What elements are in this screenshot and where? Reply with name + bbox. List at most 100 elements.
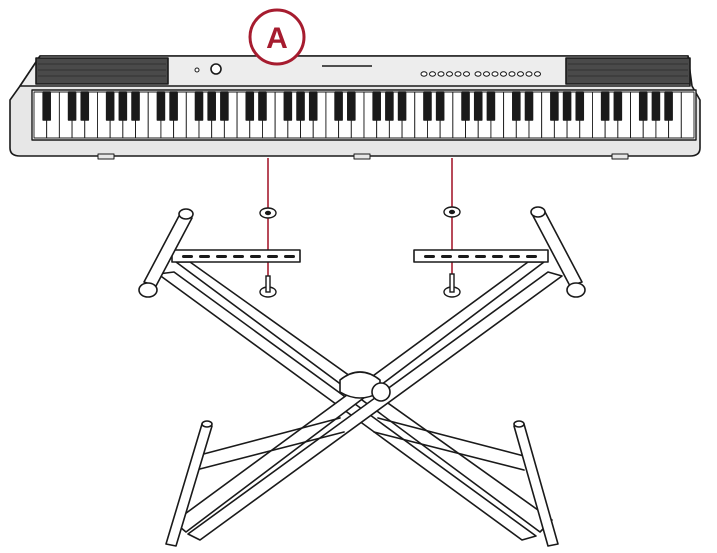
- stand-brace-left-2: [195, 431, 345, 471]
- black-key: [296, 91, 305, 121]
- adjustment-slot: [182, 255, 193, 258]
- callout-label: A: [266, 22, 288, 55]
- stand-foot-cap-right-top: [513, 420, 525, 428]
- black-key: [524, 91, 534, 121]
- black-key: [80, 91, 90, 121]
- mounting-hardware: [259, 206, 461, 298]
- power-indicator: [194, 67, 200, 73]
- stand-brace-left: [195, 417, 341, 457]
- panel-button: [500, 71, 507, 77]
- black-key: [664, 91, 673, 121]
- speaker-grille-left: [35, 57, 169, 85]
- keyboard-foot-right: [611, 153, 629, 160]
- panel-button: [420, 71, 428, 77]
- panel-button: [463, 71, 470, 77]
- stand-end-cap-left-top: [178, 208, 194, 220]
- black-key: [473, 91, 483, 121]
- black-key: [385, 91, 394, 121]
- black-key: [258, 91, 267, 121]
- x-stand: [138, 206, 586, 547]
- adjustment-slot: [233, 255, 244, 258]
- speaker-grille-texture: [38, 63, 688, 77]
- adjustment-slot: [216, 255, 227, 258]
- black-key: [347, 91, 356, 121]
- adjustment-slots: [182, 255, 537, 258]
- black-key: [575, 91, 585, 121]
- washer-left-hole: [264, 210, 272, 216]
- black-key: [461, 91, 470, 121]
- alignment-guides: [267, 158, 453, 284]
- panel-button: [517, 71, 524, 77]
- black-key: [423, 91, 432, 121]
- black-key: [550, 91, 559, 121]
- black-key: [169, 91, 178, 121]
- callout-a: A: [248, 8, 306, 66]
- black-key: [220, 91, 229, 121]
- panel-button: [437, 71, 445, 77]
- keyboard-top-panel: [19, 55, 691, 87]
- black-key: [486, 91, 496, 121]
- stand-brace-right: [377, 417, 525, 457]
- black-key: [245, 91, 255, 121]
- speaker-grille-right: [565, 57, 691, 85]
- panel-button: [508, 71, 516, 77]
- keyboard: [9, 55, 701, 160]
- adjustment-slot: [424, 255, 435, 258]
- black-key: [638, 91, 648, 121]
- black-key: [435, 91, 445, 121]
- washer-right-hole: [448, 209, 456, 215]
- black-key: [613, 91, 623, 121]
- adjustment-slot: [441, 255, 452, 258]
- adjustment-slot: [267, 255, 278, 258]
- panel-button: [454, 71, 462, 77]
- panel-button: [525, 71, 533, 77]
- white-key: [680, 91, 695, 139]
- black-key: [156, 91, 166, 121]
- black-key: [562, 91, 572, 121]
- panel-button: [429, 71, 436, 77]
- volume-knob: [210, 63, 222, 75]
- panel-button: [534, 71, 541, 77]
- adjustment-slot: [458, 255, 469, 258]
- stand-end-cap-right-top: [530, 206, 546, 218]
- panel-button: [474, 71, 482, 77]
- screw-left-shaft: [265, 275, 271, 293]
- black-key: [651, 91, 661, 121]
- black-key: [207, 91, 216, 121]
- screw-right-shaft: [449, 273, 455, 293]
- black-key: [334, 91, 343, 121]
- adjustment-slot: [526, 255, 537, 258]
- black-key: [372, 91, 381, 121]
- black-key: [131, 91, 140, 121]
- keyboard-foot-left: [97, 153, 115, 160]
- stand-foot-cap-left-top: [201, 420, 213, 428]
- black-key: [600, 91, 610, 121]
- panel-button: [483, 71, 490, 77]
- black-key: [105, 91, 115, 121]
- black-key: [512, 91, 521, 121]
- adjustment-slot: [284, 255, 295, 258]
- keyboard-foot-center: [353, 153, 371, 160]
- control-buttons: [420, 71, 541, 77]
- panel-button: [446, 71, 453, 77]
- adjustment-slot: [509, 255, 520, 258]
- black-key: [42, 91, 51, 121]
- black-key: [397, 91, 407, 121]
- adjustment-slot: [199, 255, 210, 258]
- panel-button: [491, 71, 499, 77]
- black-key: [308, 91, 318, 121]
- stand-brace-right-2: [373, 431, 525, 471]
- black-key: [118, 91, 128, 121]
- stand-tube-right-to-left-front: [187, 271, 563, 541]
- stand-end-cap-right-bottom: [566, 282, 586, 298]
- adjustment-slot: [250, 255, 261, 258]
- callout-circle: [248, 8, 306, 66]
- black-keys: [42, 91, 673, 121]
- stand-end-cap-left-bottom: [138, 282, 158, 298]
- black-key: [194, 91, 204, 121]
- black-key: [283, 91, 293, 121]
- adjustment-slot: [475, 255, 486, 258]
- adjustment-slot: [492, 255, 503, 258]
- stand-pivot-knob: [371, 382, 391, 402]
